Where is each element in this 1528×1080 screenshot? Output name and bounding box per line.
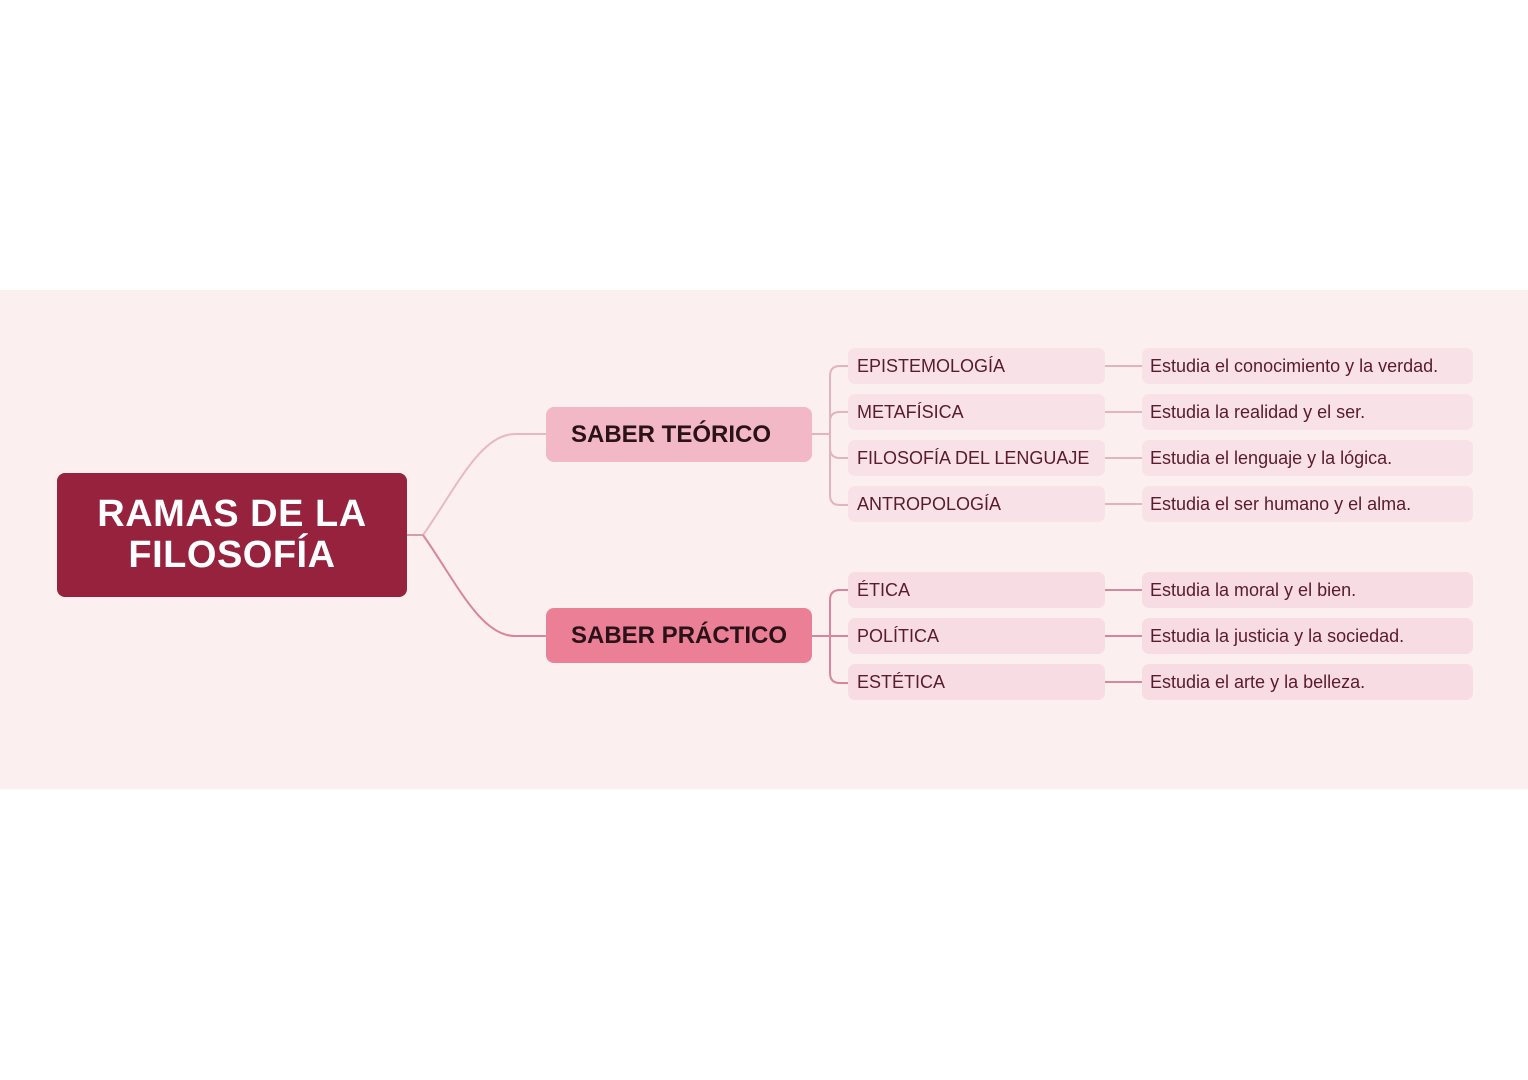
leaf-label: FILOSOFÍA DEL LENGUAJE xyxy=(857,447,1090,468)
branch-node-saber-practico[interactable]: SABER PRÁCTICO xyxy=(546,608,812,663)
description-node[interactable]: Estudia el arte y la belleza. xyxy=(1142,664,1473,700)
description-text: Estudia el lenguaje y la lógica. xyxy=(1150,447,1393,468)
description-node[interactable]: Estudia el conocimiento y la verdad. xyxy=(1142,348,1473,384)
leaf-label: EPISTEMOLOGÍA xyxy=(857,355,1006,376)
leaf-label: ANTROPOLOGÍA xyxy=(857,493,1002,514)
description-text: Estudia la justicia y la sociedad. xyxy=(1150,625,1405,646)
leaf-label: ESTÉTICA xyxy=(857,671,946,692)
description-text: Estudia la realidad y el ser. xyxy=(1150,401,1366,422)
leaf-label: METAFÍSICA xyxy=(857,401,964,422)
description-node[interactable]: Estudia el lenguaje y la lógica. xyxy=(1142,440,1473,476)
leaf-label: ÉTICA xyxy=(857,579,911,600)
leaf-node-metafisica[interactable]: METAFÍSICA xyxy=(848,394,1105,430)
leaf-node-estetica[interactable]: ESTÉTICA xyxy=(848,664,1105,700)
description-node[interactable]: Estudia la moral y el bien. xyxy=(1142,572,1473,608)
description-text: Estudia la moral y el bien. xyxy=(1150,579,1357,600)
description-text: Estudia el conocimiento y la verdad. xyxy=(1150,355,1439,376)
root-node[interactable]: RAMAS DE LA FILOSOFÍA xyxy=(57,473,407,597)
leaf-node-filosofia-del-lenguaje[interactable]: FILOSOFÍA DEL LENGUAJE xyxy=(848,440,1105,476)
root-title-line2: FILOSOFÍA xyxy=(128,534,336,576)
leaf-node-antropologia[interactable]: ANTROPOLOGÍA xyxy=(848,486,1105,522)
leaf-label: POLÍTICA xyxy=(857,625,940,646)
leaf-node-politica[interactable]: POLÍTICA xyxy=(848,618,1105,654)
branch-label: SABER TEÓRICO xyxy=(571,420,772,448)
description-node[interactable]: Estudia la justicia y la sociedad. xyxy=(1142,618,1473,654)
description-text: Estudia el ser humano y el alma. xyxy=(1150,493,1412,514)
description-node[interactable]: Estudia el ser humano y el alma. xyxy=(1142,486,1473,522)
description-node[interactable]: Estudia la realidad y el ser. xyxy=(1142,394,1473,430)
description-text: Estudia el arte y la belleza. xyxy=(1150,671,1366,692)
branch-label: SABER PRÁCTICO xyxy=(571,621,788,649)
branch-node-saber-teorico[interactable]: SABER TEÓRICO xyxy=(546,407,812,462)
leaf-node-etica[interactable]: ÉTICA xyxy=(848,572,1105,608)
leaf-node-epistemologia[interactable]: EPISTEMOLOGÍA xyxy=(848,348,1105,384)
root-title-line1: RAMAS DE LA xyxy=(97,493,367,535)
